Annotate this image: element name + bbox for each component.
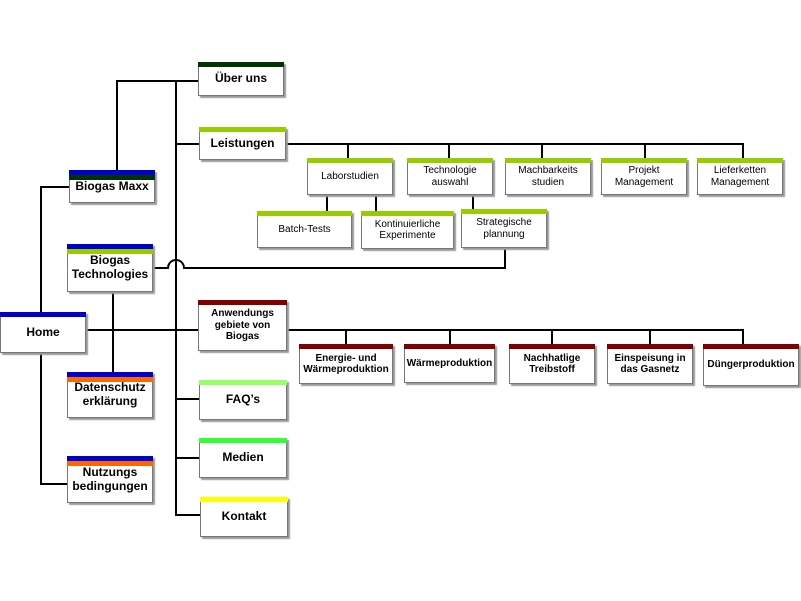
node-medien-label: Medien <box>222 450 264 465</box>
node-color-bar <box>198 62 284 67</box>
node-laborstudien[interactable]: Laborstudien <box>307 158 393 195</box>
node-einspeisung[interactable]: Einspeisung in das Gasnetz <box>607 344 693 384</box>
node-faqs[interactable]: FAQ’s <box>199 380 287 420</box>
node-laborstudien-label: Laborstudien <box>321 170 379 182</box>
node-strategische-planung-label: Strategische plannung <box>476 217 532 240</box>
node-datenschutz[interactable]: Datenschutz erklärung <box>67 372 153 418</box>
connector-technologies-strategische <box>166 247 506 270</box>
node-color-bar <box>607 344 693 349</box>
node-batch-tests-label: Batch-Tests <box>278 223 331 235</box>
node-ueber-uns-label: Über uns <box>214 71 267 86</box>
node-color-bar <box>461 209 547 214</box>
node-color-bar <box>509 344 595 349</box>
node-projektmanagement[interactable]: Projekt Management <box>601 158 687 195</box>
connector-anwendung-branch <box>286 329 744 345</box>
node-projektmanagement-label: Projekt Management <box>614 165 674 188</box>
node-machbarkeitsstudien[interactable]: Machbarkeits studien <box>505 158 591 195</box>
node-color-bar <box>67 461 153 466</box>
node-color-bar <box>67 249 153 254</box>
node-color-bar <box>199 127 286 132</box>
node-technologieauswahl[interactable]: Technologie auswahl <box>407 158 493 195</box>
node-batch-tests[interactable]: Batch-Tests <box>257 211 352 248</box>
node-waermeproduktion[interactable]: Wärmeproduktion <box>404 344 495 383</box>
node-color-bar <box>69 170 155 175</box>
node-medien[interactable]: Medien <box>199 438 287 478</box>
node-color-bar <box>199 438 287 443</box>
node-kontinuierliche-experimente-label: Kontinuierliche Experimente <box>374 218 441 242</box>
node-color-bar <box>697 158 783 163</box>
node-machbarkeitsstudien-label: Machbarkeits studien <box>518 165 578 188</box>
node-color-bar <box>257 211 352 216</box>
connector-main-trunk <box>175 80 201 516</box>
node-kontinuierliche-experimente[interactable]: Kontinuierliche Experimente <box>361 211 454 249</box>
node-ueber-uns[interactable]: Über uns <box>198 62 284 96</box>
node-color-bar <box>361 211 454 216</box>
node-nutzungsbedingungen[interactable]: Nutzungs bedingungen <box>67 456 153 503</box>
node-faqs-label: FAQ’s <box>225 392 261 407</box>
node-color-bar <box>67 372 153 377</box>
node-color-bar <box>67 456 153 461</box>
node-duengerproduktion-label: Düngerproduktion <box>707 359 795 371</box>
node-home[interactable]: Home <box>0 312 86 353</box>
node-nutzungsbedingungen-label: Nutzungs bedingungen <box>72 464 148 493</box>
node-anwendungsgebiete-label: Anwendungs gebiete von Biogas <box>211 308 274 343</box>
node-biogas-technologies[interactable]: Biogas Technologies <box>67 244 153 292</box>
node-color-bar <box>404 344 495 349</box>
node-strategische-planung[interactable]: Strategische plannung <box>461 209 547 248</box>
node-biogas-technologies-label: Biogas Technologies <box>71 253 149 281</box>
node-color-bar <box>307 158 393 163</box>
node-technologieauswahl-label: Technologie auswahl <box>423 165 477 188</box>
node-color-bar <box>199 380 287 385</box>
node-lieferkettenmanagement[interactable]: Lieferketten Management <box>697 158 783 195</box>
node-kontakt-label: Kontakt <box>221 509 267 524</box>
node-leistungen[interactable]: Leistungen <box>199 127 286 160</box>
node-color-bar <box>67 244 153 249</box>
connector-maxx-trunk <box>116 80 199 171</box>
node-kontakt[interactable]: Kontakt <box>200 497 288 537</box>
node-biogas-maxx-label: Biogas Maxx <box>75 178 149 193</box>
node-anwendungsgebiete[interactable]: Anwendungs gebiete von Biogas <box>198 300 287 351</box>
node-nachhaltige-treibstoff[interactable]: Nachhatlige Treibstoff <box>509 344 595 384</box>
node-einspeisung-label: Einspeisung in das Gasnetz <box>614 352 686 376</box>
node-color-bar <box>0 312 86 317</box>
node-color-bar <box>67 377 153 382</box>
connector-home-maxx <box>40 186 70 313</box>
node-nachhaltige-treibstoff-label: Nachhatlige Treibstoff <box>523 352 581 376</box>
node-color-bar <box>200 497 288 502</box>
node-lieferkettenmanagement-label: Lieferketten Management <box>710 165 770 188</box>
node-duengerproduktion[interactable]: Düngerproduktion <box>703 344 799 386</box>
node-color-bar <box>198 300 287 305</box>
node-energie-waermeproduktion[interactable]: Energie- und Wärmeproduktion <box>299 344 393 384</box>
connector-leistungen-branch <box>285 143 744 159</box>
node-energie-waermeproduktion-label: Energie- und Wärmeproduktion <box>303 352 389 376</box>
node-biogas-maxx[interactable]: Biogas Maxx <box>69 170 155 203</box>
node-color-bar <box>69 175 155 180</box>
node-color-bar <box>299 344 393 349</box>
node-color-bar <box>703 344 799 349</box>
connector-home-datenschutz-nutzungs <box>40 351 68 485</box>
node-color-bar <box>407 158 493 163</box>
node-color-bar <box>505 158 591 163</box>
node-color-bar <box>601 158 687 163</box>
node-home-label: Home <box>26 324 60 339</box>
node-leistungen-label: Leistungen <box>210 135 275 150</box>
node-waermeproduktion-label: Wärmeproduktion <box>406 357 493 369</box>
node-datenschutz-label: Datenschutz erklärung <box>74 380 146 408</box>
